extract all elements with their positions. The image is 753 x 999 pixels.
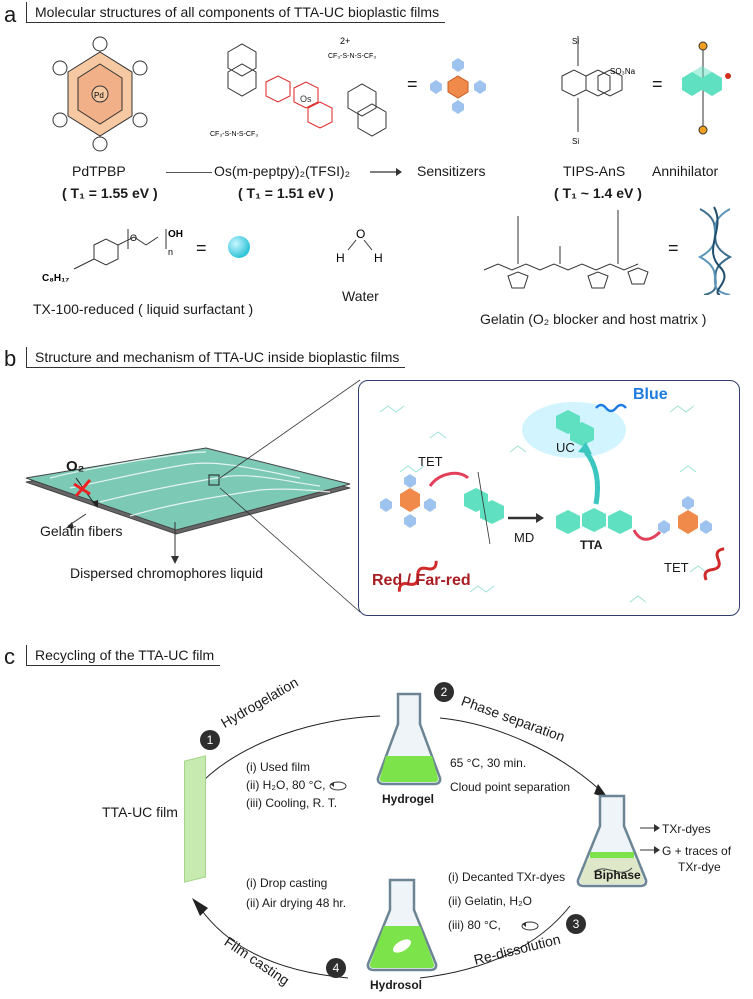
annihilator-icon xyxy=(682,41,731,135)
stir-icon-3 xyxy=(521,921,539,931)
gelatin-fibers-label: Gelatin fibers xyxy=(40,523,123,539)
tips-ans-t1: ( T₁ ~ 1.4 eV ) xyxy=(554,185,642,201)
uc-label: UC xyxy=(556,440,575,455)
mechanism-illustration xyxy=(379,402,725,603)
recycling-cycle-arrows xyxy=(192,715,608,979)
step-1-detail-2: (ii) H₂O, 80 °C, xyxy=(246,778,326,792)
water-name: Water xyxy=(342,288,379,304)
tet-left-label: TET xyxy=(418,454,443,469)
hydrosol-flask xyxy=(366,878,438,972)
os-complex-t1: ( T₁ = 1.51 eV ) xyxy=(238,185,334,201)
water-h1: H xyxy=(336,251,345,265)
tips-ans-structure: Si Si SO₃Na xyxy=(561,36,636,146)
hydrogel-flask xyxy=(376,692,442,786)
step-3-detail-1: (i) Decanted TXr-dyes xyxy=(448,870,566,884)
tta-uc-film-label: TTA-UC film xyxy=(102,804,178,820)
tips-ans-name: TIPS-AnS xyxy=(563,163,626,179)
equals-sensitizer: = xyxy=(407,74,418,94)
sensitizers-label: Sensitizers xyxy=(417,163,486,179)
tx100-structure: O C₈H₁₇ OH n xyxy=(42,229,183,284)
connector-line xyxy=(166,172,212,173)
o2-label: O₂ xyxy=(66,458,85,475)
step-4-detail-1: (i) Drop casting xyxy=(246,876,328,890)
os-complex-structure: Os 2+ CF₃-S-N-S-CF₃ CF₃-S-N-S-CF₃ xyxy=(210,36,387,138)
dispersed-pointer-icon xyxy=(171,522,179,564)
biphase-label: Biphase xyxy=(594,868,641,882)
step-2-detail-1: 65 °C, 30 min. xyxy=(450,756,527,770)
water-o: O xyxy=(356,227,365,241)
water-h2: H xyxy=(374,251,383,265)
hydrosol-label: Hydrosol xyxy=(370,978,423,992)
biphase-flask xyxy=(576,794,648,888)
panel-a-title: Molecular structures of all components o… xyxy=(26,2,446,23)
so3na-label: SO₃Na xyxy=(610,67,636,76)
tfsi-bottom: CF₃-S-N-S-CF₃ xyxy=(210,131,258,138)
os-label: Os xyxy=(300,94,312,104)
si-bottom: Si xyxy=(572,137,579,146)
water-structure: O H H xyxy=(336,227,383,265)
step-3-detail-3: (iii) 80 °C, xyxy=(448,918,501,932)
step-2-detail-2: Cloud point separation xyxy=(450,780,571,794)
equals-gelatin: = xyxy=(668,238,679,258)
panel-b-letter: b xyxy=(4,346,17,371)
step-3-number: 3 xyxy=(566,914,586,934)
gelatin-fibers-pointer-icon xyxy=(66,513,87,528)
os-charge: 2+ xyxy=(340,36,350,46)
equals-tx100: = xyxy=(196,238,207,258)
md-label: MD xyxy=(514,530,535,545)
blue-label: Blue xyxy=(633,386,668,403)
zoom-lines xyxy=(219,379,361,613)
tx-o: O xyxy=(130,233,137,243)
tfsi-top: CF₃-S-N-S-CF₃ xyxy=(328,53,376,60)
arrow-to-sensitizers-icon xyxy=(370,168,402,176)
dispersed-label: Dispersed chromophores liquid xyxy=(70,565,263,581)
step-3-detail-2: (ii) Gelatin, H₂O xyxy=(448,894,533,908)
step-1-detail-1: (i) Used film xyxy=(246,760,311,774)
gelatin-structure xyxy=(483,210,649,289)
tx-n: n xyxy=(168,247,173,257)
red-far-red-label: Red / Far-red xyxy=(372,572,471,589)
tta-uc-film-slab xyxy=(184,755,206,883)
biphase-bottom-label-2: TXr-dye xyxy=(678,860,721,874)
biphase-pointers xyxy=(640,824,660,854)
pdtpbp-t1: ( T₁ = 1.55 eV ) xyxy=(62,185,158,201)
panel-c-title: Recycling of the TTA-UC film xyxy=(26,645,221,666)
gelatin-helix-icon xyxy=(697,206,733,295)
pdtpbp-name: PdTPBP xyxy=(72,163,126,179)
step-1-number: 1 xyxy=(200,730,220,750)
equals-annihilator: = xyxy=(652,74,663,94)
pdtpbp-structure: Pd xyxy=(52,36,148,152)
tta-label: TTA xyxy=(580,538,603,552)
hydrogel-label: Hydrogel xyxy=(382,792,435,806)
tx-oh: OH xyxy=(168,229,183,240)
step-4-number: 4 xyxy=(326,958,346,978)
panel-a-letter: a xyxy=(4,2,17,27)
biphase-top-label: TXr-dyes xyxy=(662,822,711,836)
tx-chain: C₈H₁₇ xyxy=(42,273,69,284)
surfactant-sphere-icon xyxy=(228,236,250,258)
panel-c-letter: c xyxy=(4,644,15,669)
step-2-number: 2 xyxy=(434,682,454,702)
tet-right-label: TET xyxy=(664,560,689,575)
stir-icon-1 xyxy=(329,781,347,791)
panel-b-title: Structure and mechanism of TTA-UC inside… xyxy=(26,347,406,368)
os-complex-name: Os(m-peptpy)₂(TFSI)₂ xyxy=(214,163,351,179)
gelatin-name: Gelatin (O₂ blocker and host matrix ) xyxy=(480,311,707,327)
biphase-bottom-label-1: G + traces of xyxy=(662,844,732,858)
pd-label: Pd xyxy=(94,91,104,100)
step-1-detail-3: (iii) Cooling, R. T. xyxy=(246,796,338,810)
bioplastic-film-illustration xyxy=(25,447,351,535)
annihilator-label: Annihilator xyxy=(652,163,719,179)
sensitizer-icon xyxy=(430,58,486,114)
si-top: Si xyxy=(572,37,579,46)
o2-blocked-icon xyxy=(73,477,98,508)
step-4-detail-2: (ii) Air drying 48 hr. xyxy=(246,896,347,910)
tx100-name: TX-100-reduced ( liquid surfactant ) xyxy=(33,301,254,317)
